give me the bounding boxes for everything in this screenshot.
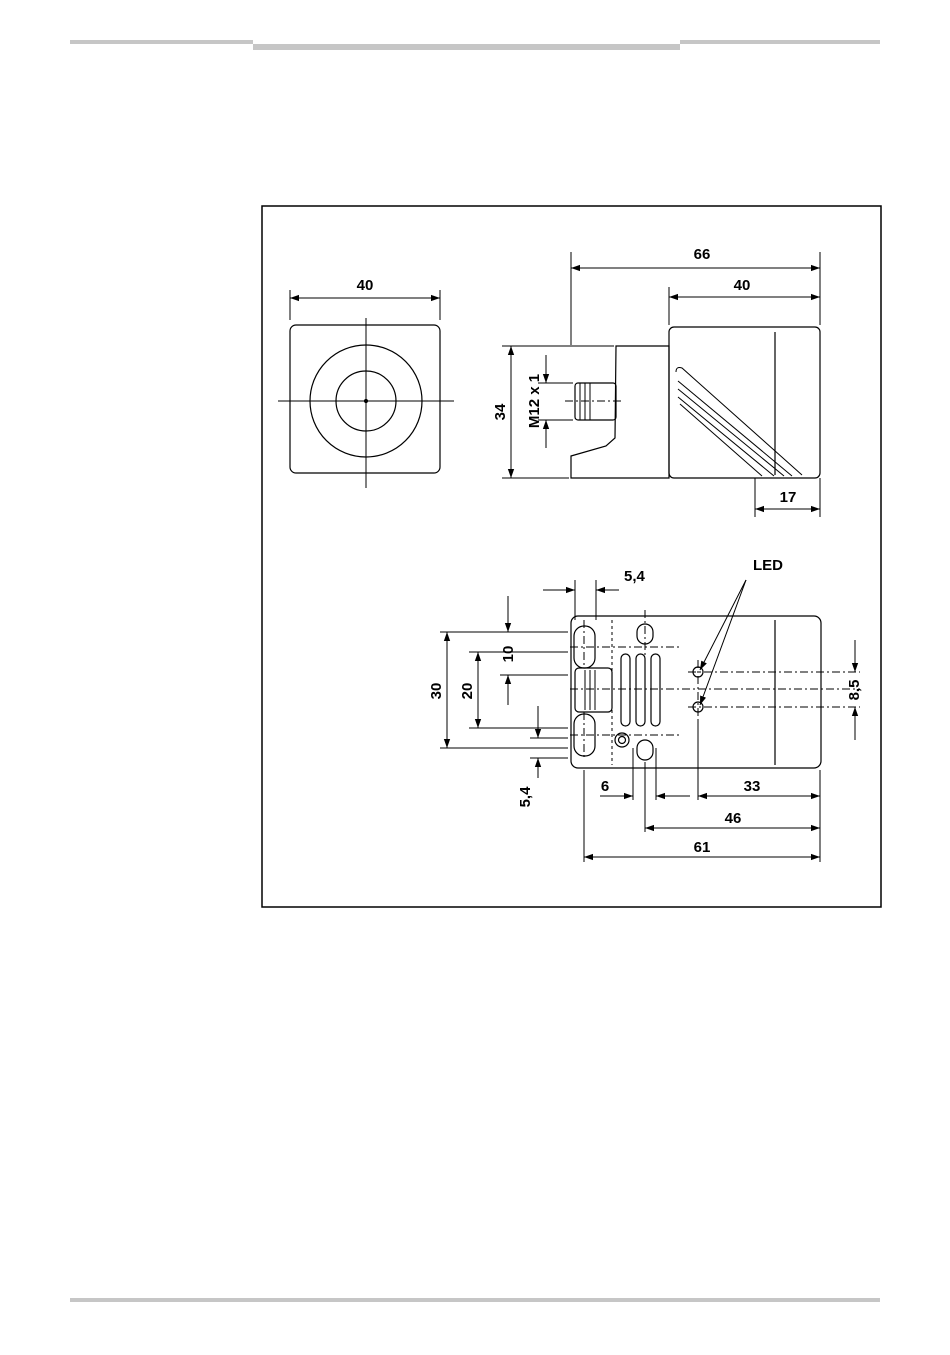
dim-46-label: 46 bbox=[725, 810, 742, 827]
side-length-label: 66 bbox=[694, 246, 711, 263]
hole-dia-label: 5,4 bbox=[624, 568, 646, 585]
side-view-base bbox=[571, 346, 669, 478]
pitch-30-label: 30 bbox=[428, 683, 445, 700]
dim-6-label: 6 bbox=[601, 778, 609, 795]
front-view-body bbox=[290, 325, 440, 473]
pitch-10-label: 10 bbox=[500, 646, 517, 663]
dim-33-label: 33 bbox=[744, 778, 761, 795]
mounting-hole-bottom bbox=[637, 740, 653, 760]
led-offset-label: 17 bbox=[780, 489, 797, 506]
side-view bbox=[502, 252, 820, 517]
front-width-label: 40 bbox=[357, 277, 374, 294]
front-view bbox=[278, 290, 454, 488]
side-height-label: 34 bbox=[492, 403, 509, 420]
dim-61-label: 61 bbox=[694, 839, 711, 856]
led-label: LED bbox=[753, 557, 783, 574]
led-spacing-label: 8,5 bbox=[846, 680, 863, 701]
top-view-body bbox=[571, 616, 821, 768]
pitch-20-label: 20 bbox=[459, 683, 476, 700]
side-view-sensor-head bbox=[669, 327, 820, 478]
top-view bbox=[440, 580, 860, 862]
side-view-led-window bbox=[676, 368, 802, 477]
thread-label: M12 x 1 bbox=[526, 374, 543, 428]
hole-dia-2-label: 5,4 bbox=[517, 786, 534, 808]
side-head-length-label: 40 bbox=[734, 277, 751, 294]
